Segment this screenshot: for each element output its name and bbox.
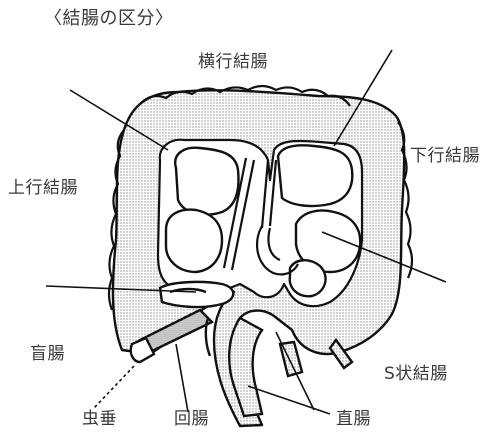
label-rectum: 直腸	[336, 411, 371, 428]
diagram-title: 〈結腸の区分〉	[44, 10, 174, 28]
label-transverse-colon: 横行結腸	[198, 54, 268, 71]
label-descending-colon: 下行結腸	[410, 148, 480, 165]
label-ileum: 回腸	[174, 411, 209, 428]
label-ascending-colon: 上行結腸	[8, 180, 78, 197]
label-cecum: 盲腸	[30, 346, 65, 363]
label-sigmoid-colon: S状結腸	[384, 366, 448, 383]
label-appendix: 虫垂	[82, 411, 117, 428]
